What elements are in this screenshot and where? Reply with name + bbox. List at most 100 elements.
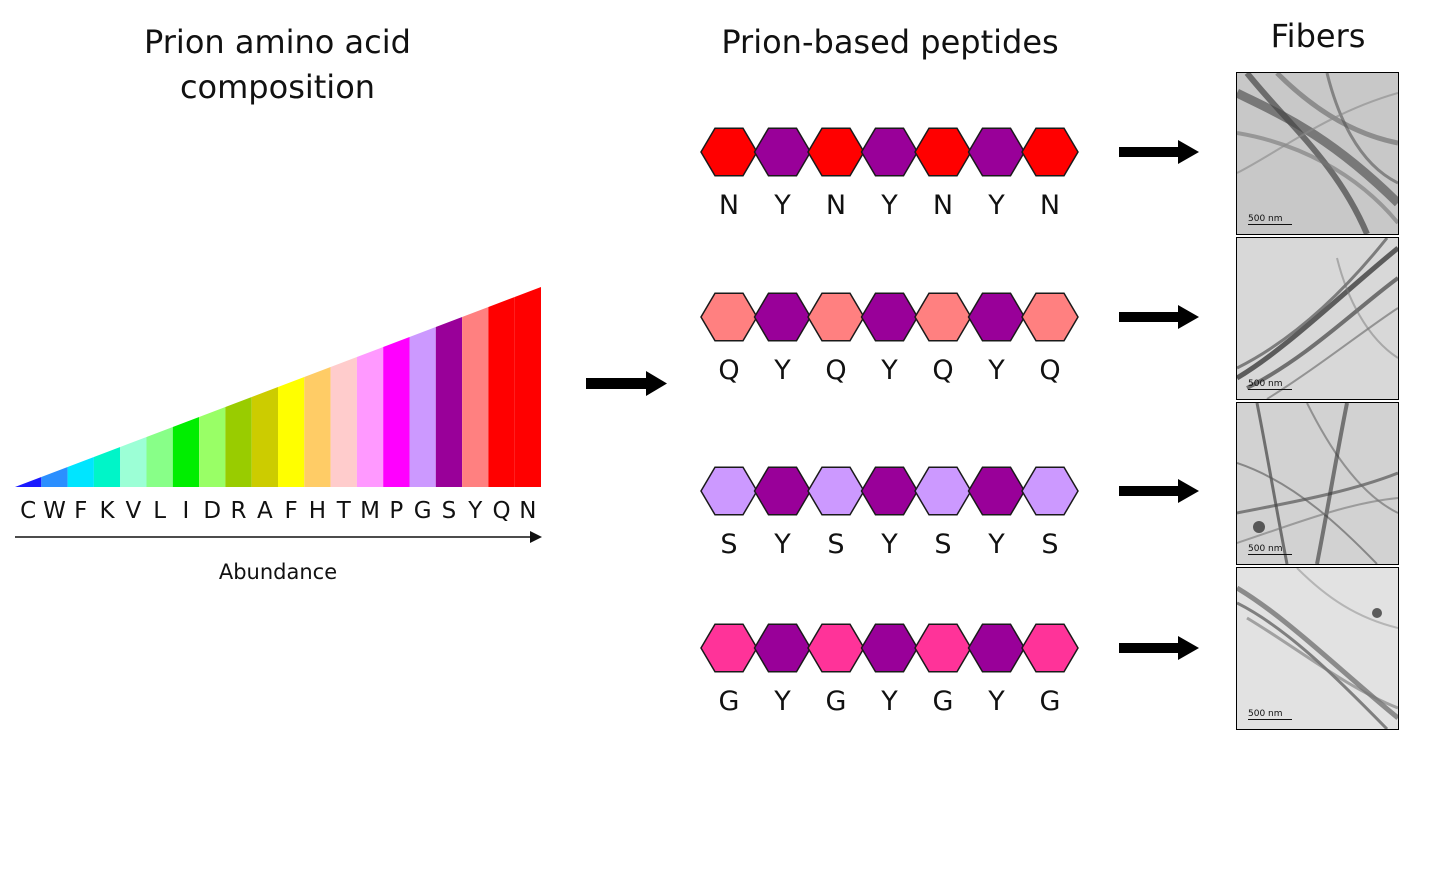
fiber-arrow-shaft (1119, 147, 1181, 157)
fiber-micrograph-gygygyg: 500 nm (1236, 567, 1399, 730)
peptide-letter-n: N (932, 190, 954, 221)
peptide-letter-n: N (718, 190, 740, 221)
residue-hexagon-y (860, 623, 919, 673)
peptide-letter-y: Y (988, 190, 1005, 221)
residue-label-s: S (441, 498, 457, 524)
fiber-micrograph-qyqyqyq: 500 nm (1236, 237, 1399, 400)
scale-label: 500 nm (1248, 214, 1283, 224)
wedge-strip-p (383, 337, 410, 487)
residue-hexagon-y (967, 292, 1026, 342)
fiber-micrograph-sysysys: 500 nm (1236, 402, 1399, 565)
abundance-axis-label: Abundance (218, 560, 338, 584)
residue-hexagon-y (753, 466, 812, 516)
peptide-letter-s: S (934, 529, 952, 560)
wedge-strip-v (120, 437, 147, 487)
scale-bar (1248, 554, 1292, 555)
residue-hexagon-y (967, 466, 1026, 516)
peptide-letter-q: Q (718, 355, 740, 386)
peptide-letter-s: S (827, 529, 845, 560)
peptide-letter-y: Y (988, 529, 1005, 560)
scale-bar (1248, 719, 1292, 720)
fiber-arrow-head (1178, 636, 1199, 660)
wedge-strip-r (225, 397, 252, 487)
peptide-letter-q: Q (932, 355, 954, 386)
fiber-image-1 (1237, 73, 1398, 234)
residue-hexagon-y (753, 127, 812, 177)
residue-hexagon-y (753, 623, 812, 673)
residue-hexagon-y (860, 127, 919, 177)
peptide-letter-g: G (932, 686, 954, 717)
fiber-arrow-head (1178, 305, 1199, 329)
fiber-arrow-shaft (1119, 312, 1181, 322)
residue-label-d: D (203, 498, 222, 524)
scale-bar (1248, 389, 1292, 390)
residue-hexagon-q (914, 292, 972, 342)
residue-hexagon-g (1021, 623, 1079, 673)
residue-label-p: P (389, 498, 404, 524)
residue-hexagon-s (700, 466, 758, 516)
wedge-strip-l (146, 427, 173, 487)
residue-hexagon-q (1021, 292, 1079, 342)
fiber-arrow-head (1178, 479, 1199, 503)
peptides-title: Prion-based peptides (721, 23, 1059, 61)
residue-label-m: M (360, 498, 380, 524)
peptide-letter-y: Y (774, 355, 791, 386)
peptide-letter-n: N (825, 190, 847, 221)
wedge-strip-f (278, 377, 305, 487)
residue-label-f: F (74, 498, 88, 524)
wedge-strip-a (251, 387, 278, 487)
residue-label-c: C (20, 498, 37, 524)
fiber-arrow-shaft (1119, 643, 1181, 653)
residue-hexagon-y (860, 466, 919, 516)
residue-hexagon-n (914, 127, 972, 177)
peptide-letter-y: Y (881, 355, 898, 386)
residue-hexagon-n (807, 127, 865, 177)
peptide-letter-q: Q (825, 355, 847, 386)
residue-label-g: G (413, 498, 432, 524)
residue-hexagon-g (700, 623, 758, 673)
wedge-strip-w (41, 467, 68, 487)
residue-hexagon-n (1021, 127, 1079, 177)
residue-label-l: L (153, 498, 167, 524)
fiber-arrow-shaft (1119, 486, 1181, 496)
wedge-strip-f (67, 457, 94, 487)
wedge-strip-m (356, 347, 384, 487)
wedge-strip-k (93, 447, 121, 487)
residue-label-i: I (182, 498, 190, 524)
peptide-letter-y: Y (988, 355, 1005, 386)
fiber-micrograph-nynynyn: 500 nm (1236, 72, 1399, 235)
residue-label-v: V (125, 498, 142, 524)
residue-label-k: K (99, 498, 115, 524)
scale-label: 500 nm (1248, 709, 1283, 719)
composition-title: Prion amino acid composition (144, 23, 411, 106)
fiber-image-2 (1237, 238, 1398, 399)
fibers-title: Fibers (1270, 17, 1366, 55)
residue-hexagon-s (807, 466, 865, 516)
peptide-letter-y: Y (988, 686, 1005, 717)
peptide-letter-y: Y (881, 190, 898, 221)
residue-label-a: A (256, 498, 273, 524)
residue-hexagon-y (860, 292, 919, 342)
peptide-letter-y: Y (774, 190, 791, 221)
fiber-image-3 (1237, 403, 1398, 564)
residue-label-t: T (336, 498, 351, 524)
peptide-letter-y: Y (774, 529, 791, 560)
peptide-letter-g: G (825, 686, 847, 717)
wedge-strip-t (330, 357, 357, 487)
peptide-letter-g: G (1039, 686, 1061, 717)
wedge-strip-d (199, 407, 226, 487)
scale-bar (1248, 224, 1292, 225)
residue-hexagon-y (753, 292, 812, 342)
residue-hexagon-g (807, 623, 865, 673)
residue-hexagon-q (700, 292, 758, 342)
residue-label-h: H (308, 498, 327, 524)
wedge-strip-h (304, 367, 331, 487)
residue-hexagon-g (914, 623, 972, 673)
peptide-letter-y: Y (774, 686, 791, 717)
residue-label-r: R (230, 498, 247, 524)
residue-hexagon-s (914, 466, 972, 516)
wedge-strip-y (462, 307, 489, 487)
residue-label-w: W (43, 498, 66, 524)
